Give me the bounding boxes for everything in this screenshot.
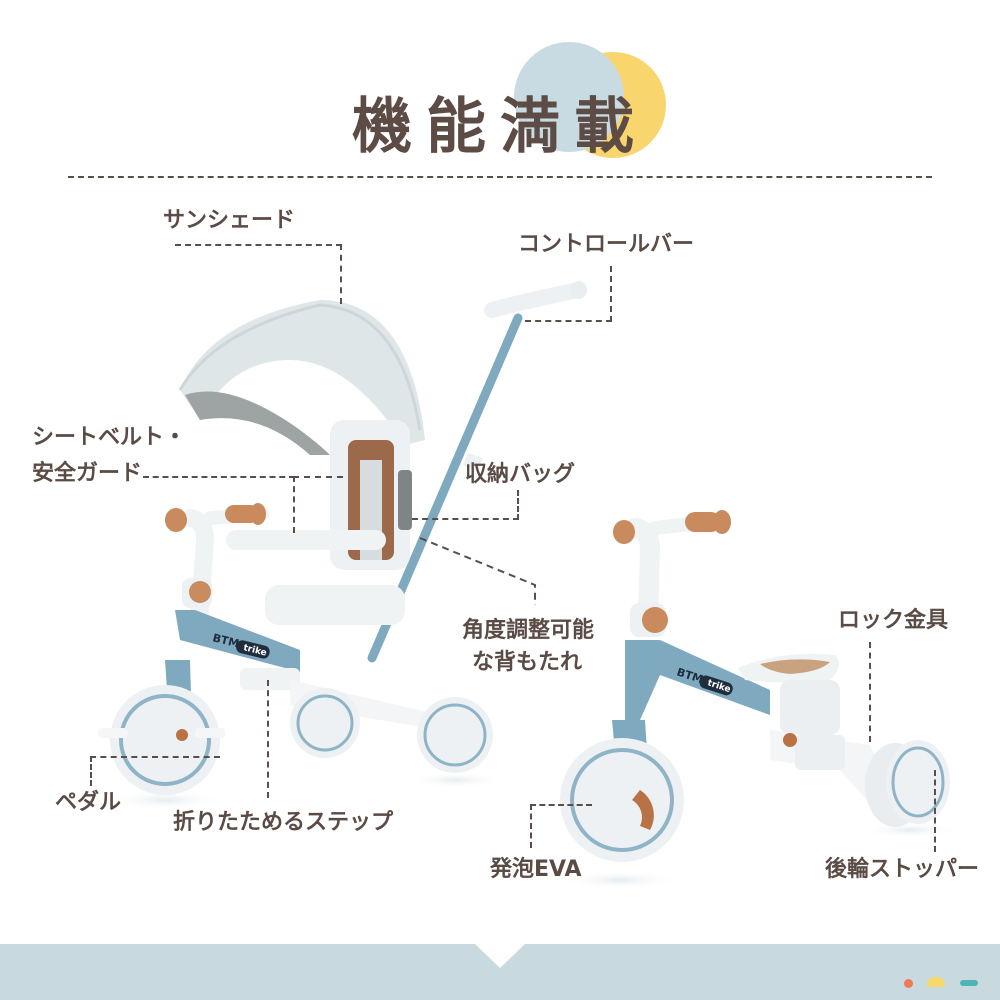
- leader-seatbelt-ext: [293, 476, 343, 478]
- label-reclining-line1: 角度調整可能: [462, 618, 595, 643]
- label-pedal: ペダル: [55, 790, 122, 815]
- decor-orange-dot-icon: [904, 979, 913, 988]
- label-foam-eva: 発泡EVA: [490, 857, 582, 882]
- trike-stroller-mode: BTM trike: [98, 281, 587, 810]
- leader-rear-wheel-stopper: [934, 770, 936, 852]
- label-seatbelt-line2: 安全ガード: [32, 461, 143, 486]
- label-storage-bag: 収納バッグ: [465, 462, 576, 487]
- leader-sunshade: [175, 244, 342, 304]
- leader-pedal: [90, 756, 220, 786]
- leader-seatbelt: [143, 476, 295, 533]
- decor-teal-bar-icon: [960, 980, 978, 986]
- label-lock-fitting: ロック金具: [838, 608, 949, 633]
- decor-blue-circle: [514, 42, 624, 152]
- header-divider: [68, 176, 932, 178]
- brand-logo: BTM: [211, 631, 240, 650]
- leader-foam-eva: [530, 804, 592, 848]
- decor-yellow-cloud-icon: [927, 977, 945, 987]
- footer-notch-arrow: [475, 944, 525, 968]
- label-reclining-line2: な背もたれ: [472, 650, 583, 675]
- leader-control-bar: [525, 266, 612, 322]
- label-seatbelt-line1: シートベルト・: [32, 425, 187, 450]
- label-sunshade: サンシェード: [163, 208, 296, 233]
- page-title: 機能満載: [352, 92, 648, 162]
- leader-storage-bag: [412, 490, 519, 520]
- label-folding-step: 折りたためるステップ: [173, 810, 394, 835]
- leader-folding-step: [267, 680, 269, 798]
- label-control-bar: コントロールバー: [518, 232, 695, 257]
- label-rear-wheel-stopper: 後輪ストッパー: [825, 857, 980, 882]
- leader-lock-fitting: [869, 642, 871, 742]
